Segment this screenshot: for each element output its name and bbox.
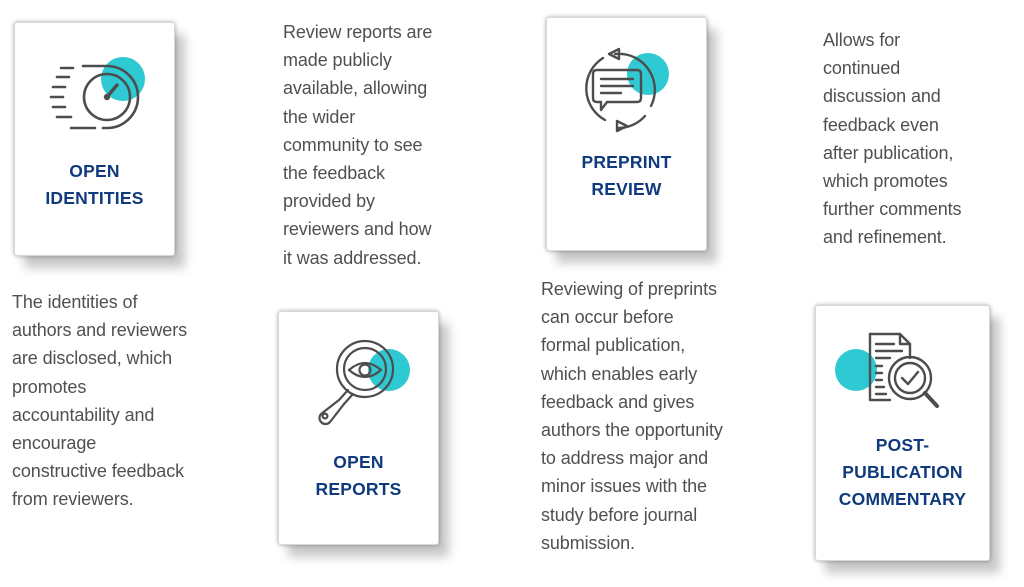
- card-open-reports: OPEN REPORTS: [278, 311, 439, 545]
- description-open-reports: Review reports are made publicly availab…: [283, 22, 433, 268]
- card-post-publication-commentary: POST- PUBLICATION COMMENTARY: [815, 305, 990, 561]
- chat-cycle-icon: [585, 47, 669, 133]
- description-open-identities: The identities of authors and reviewers …: [12, 292, 187, 510]
- card-title: PREPRINT REVIEW: [581, 152, 672, 199]
- card-open-identities: OPEN IDENTITIES: [14, 22, 175, 256]
- card-title: OPEN REPORTS: [315, 452, 402, 499]
- description-preprint-review: Reviewing of preprints can occur before …: [541, 279, 723, 553]
- speedometer-icon: [49, 57, 145, 130]
- document-check-icon: [835, 332, 939, 408]
- card-title: OPEN IDENTITIES: [45, 161, 144, 208]
- card-title: POST- PUBLICATION COMMENTARY: [838, 435, 967, 509]
- magnifier-eye-icon: [318, 339, 410, 426]
- card-preprint-review: PREPRINT REVIEW: [546, 17, 707, 251]
- description-post-publication-commentary: Allows for continued discussion and feed…: [823, 30, 962, 248]
